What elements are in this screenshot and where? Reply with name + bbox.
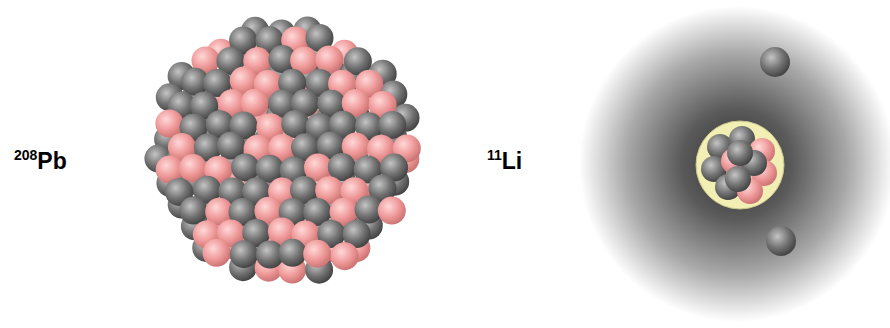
core-region — [696, 121, 784, 209]
lithium-core — [701, 126, 777, 204]
proton — [303, 240, 331, 268]
mass-number: 11 — [487, 147, 502, 163]
proton — [203, 239, 231, 267]
proton — [378, 197, 406, 225]
element-symbol: Pb — [37, 148, 66, 174]
halo-neutron — [760, 47, 790, 77]
neutron — [725, 166, 751, 192]
halo-neutron — [766, 226, 796, 256]
neutron — [727, 140, 753, 166]
neutron — [231, 153, 259, 181]
mass-number: 208 — [14, 147, 37, 163]
neutron — [179, 197, 207, 225]
neutron — [378, 111, 406, 139]
isotope-label: 208Pb — [14, 147, 67, 175]
neutron — [279, 239, 307, 267]
neutron-halo — [579, 6, 890, 322]
proton — [331, 242, 359, 270]
isotope-label: 11Li — [487, 147, 522, 175]
element-symbol: Li — [502, 148, 522, 174]
neutron — [230, 240, 258, 268]
proton — [155, 110, 183, 138]
lead-nucleus — [144, 16, 420, 283]
